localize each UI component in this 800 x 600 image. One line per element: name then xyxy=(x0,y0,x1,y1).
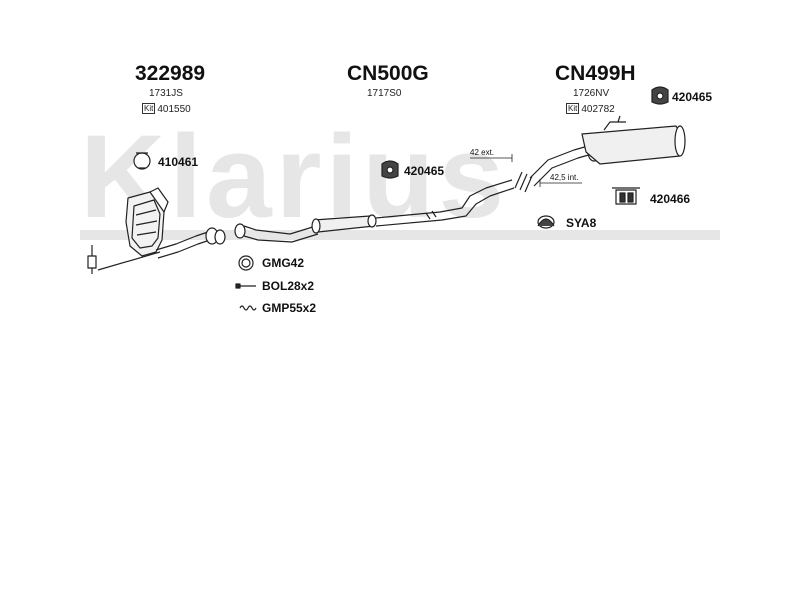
part-code-centre: CN500G xyxy=(347,62,429,85)
ref-code-rear: 1726NV xyxy=(573,88,610,99)
label-420466: 420466 xyxy=(650,192,691,206)
part-code-rear: CN499H xyxy=(555,62,636,85)
bracket-mount-icon xyxy=(612,187,640,205)
kit-number: 401550 xyxy=(157,104,191,115)
watermark-bar xyxy=(80,230,720,240)
label-410461: 410461 xyxy=(158,155,199,169)
dimension-int: 42,5 int. xyxy=(550,173,579,182)
kit-badge: Kit xyxy=(566,103,580,114)
pipe-cut-marks xyxy=(514,171,533,193)
kit-badge: Kit xyxy=(142,103,156,114)
rubber-mount-icon xyxy=(381,160,399,179)
centre-pipe xyxy=(234,179,515,243)
mounting-ring-icon xyxy=(537,215,555,229)
label-gmp55: GMP55x2 xyxy=(262,301,317,315)
gasket-ring-icon xyxy=(238,255,254,271)
part-code-cat: 322989 xyxy=(135,62,206,85)
catalytic-converter xyxy=(125,187,169,257)
dimension-lines xyxy=(470,154,582,187)
label-bol28: BOL28x2 xyxy=(262,279,315,293)
front-pipe xyxy=(155,227,226,259)
lambda-sensor xyxy=(87,245,161,274)
label-420465-mid: 420465 xyxy=(404,164,445,178)
rubber-mount-icon xyxy=(651,86,669,105)
spring-icon xyxy=(239,305,257,311)
dimension-ext: 42 ext. xyxy=(470,148,495,157)
ref-code-centre: 1717S0 xyxy=(367,88,402,99)
clamp-icon xyxy=(133,152,151,170)
rear-silencer xyxy=(529,115,686,187)
ref-code-cat: 1731JS xyxy=(149,88,183,99)
kit-number: 402782 xyxy=(581,104,615,115)
bolt-icon xyxy=(235,283,256,289)
label-420465-top: 420465 xyxy=(672,90,713,104)
label-sya8: SYA8 xyxy=(566,216,597,230)
label-gmg42: GMG42 xyxy=(262,256,305,270)
